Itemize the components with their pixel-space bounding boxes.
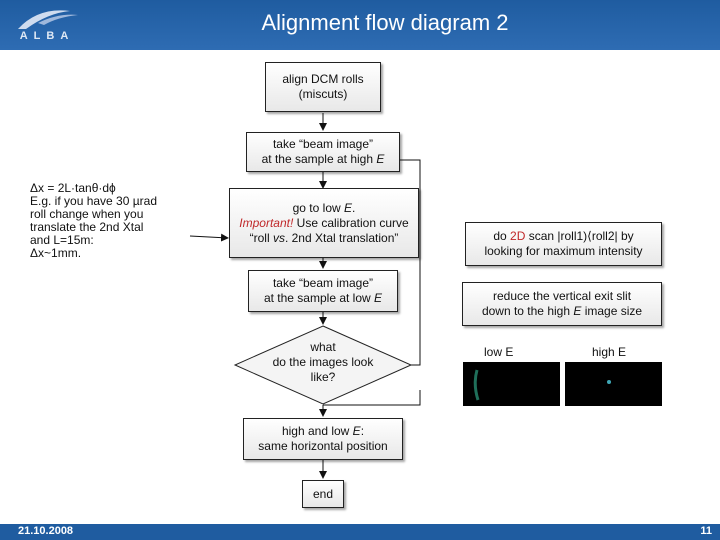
step-align-dcm-rolls: align DCM rolls (miscuts) (265, 62, 381, 112)
step-beam-image-low: take “beam image” at the sample at low E (248, 270, 398, 312)
page-number: 11 (700, 525, 712, 537)
low-e-beam-spot (473, 369, 480, 401)
alba-logo-icon (18, 10, 78, 29)
low-e-label: low E (484, 345, 514, 359)
logo-text: ALBA (19, 30, 75, 42)
high-e-beam-image (565, 362, 662, 406)
step-beam-image-high: take “beam image” at the sample at high … (246, 132, 400, 172)
note-arrow (189, 233, 229, 242)
decision-text: what do the images look like? (272, 340, 374, 384)
page-title: Alignment flow diagram 2 (261, 10, 509, 35)
decision-diamond (233, 325, 413, 405)
low-e-beam-image (463, 362, 560, 406)
footer-date: 21.10.2008 (18, 525, 74, 537)
side-2d-scan: do 2D scan |roll1)⟨roll2| by looking for… (465, 222, 662, 266)
step-go-to-low-e: go to low E. Important! Use calibration … (229, 188, 419, 258)
high-e-label: high E (592, 345, 627, 359)
high-e-beam-spot (607, 380, 611, 384)
step-same-horizontal-position: high and low E: same horizontal position (243, 418, 403, 460)
calibration-note: Δx = 2L·tanθ·dϕ E.g. if you have 30 µrad… (30, 181, 157, 260)
footer-bar: 21.10.2008 11 (0, 524, 720, 540)
side-reduce-slit: reduce the vertical exit slit down to th… (462, 282, 662, 326)
loop-down-connector (323, 390, 421, 406)
header-bar: ALBA Alignment flow diagram 2 (0, 0, 720, 50)
step-end: end (302, 480, 344, 508)
